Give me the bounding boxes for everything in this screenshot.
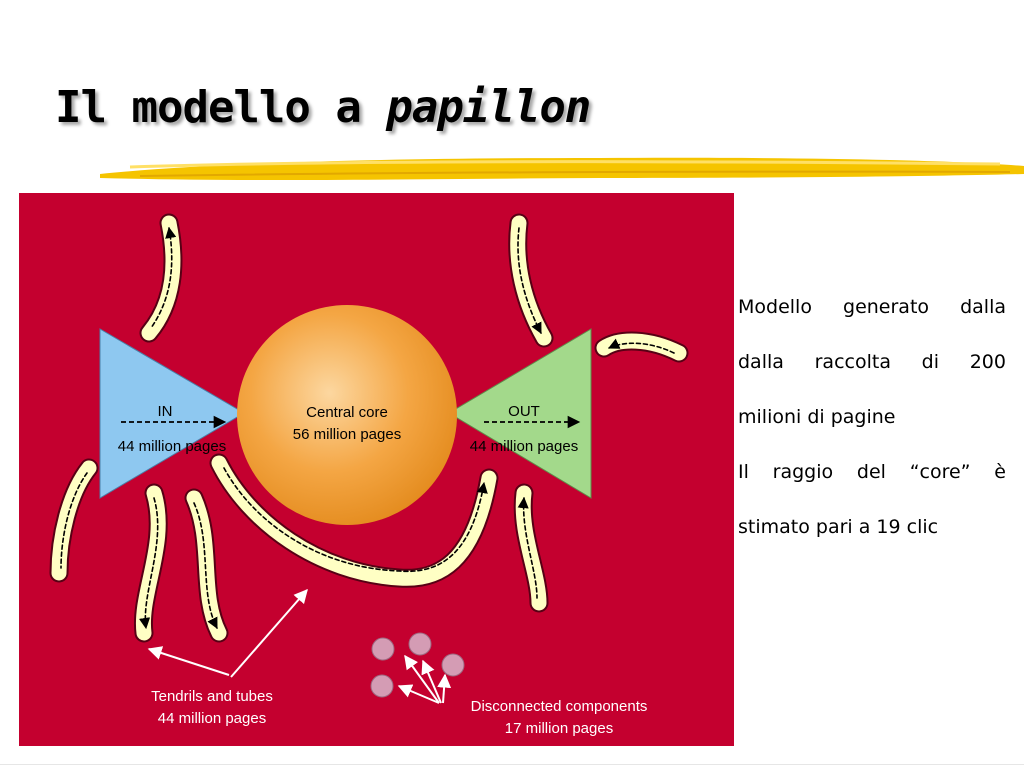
central-core — [237, 305, 457, 525]
in-count: 44 million pages — [118, 438, 226, 455]
slide-title: Il modello a papillon — [55, 82, 591, 133]
out-count: 44 million pages — [470, 438, 578, 455]
tendrils-count: 44 million pages — [158, 710, 266, 727]
title-italic-text: papillon — [386, 82, 591, 133]
out-component — [448, 328, 592, 499]
tendrils-label: Tendrils and tubes — [151, 688, 273, 705]
core-label: Central core — [306, 404, 388, 421]
side-text-line-3: milioni di pagine — [738, 406, 896, 428]
footer-divider — [0, 764, 1024, 765]
pointer-arrows — [147, 588, 452, 704]
in-component — [99, 328, 245, 499]
title-underline-brushstroke — [100, 157, 1024, 181]
in-label: IN — [158, 403, 173, 420]
disconnected-count: 17 million pages — [505, 720, 613, 737]
out-label: OUT — [508, 403, 540, 420]
side-text-line-1: Modello generato dalla — [738, 296, 1006, 318]
bowtie-diagram: IN 44 million pages Central core 56 mill… — [19, 193, 734, 746]
side-description: Modello generato dalla dalla raccolta di… — [738, 280, 1006, 555]
tendrils-group — [49, 213, 689, 643]
side-text-line-2: dalla raccolta di 200 — [738, 351, 1006, 373]
disconnected-nodes — [370, 632, 465, 698]
core-count: 56 million pages — [293, 426, 401, 443]
side-text-line-5: stimato pari a 19 clic — [738, 516, 939, 538]
title-main-text: Il modello a — [55, 82, 387, 133]
disconnected-label: Disconnected components — [471, 698, 648, 715]
side-text-line-4: Il raggio del “core” è — [738, 461, 1006, 483]
